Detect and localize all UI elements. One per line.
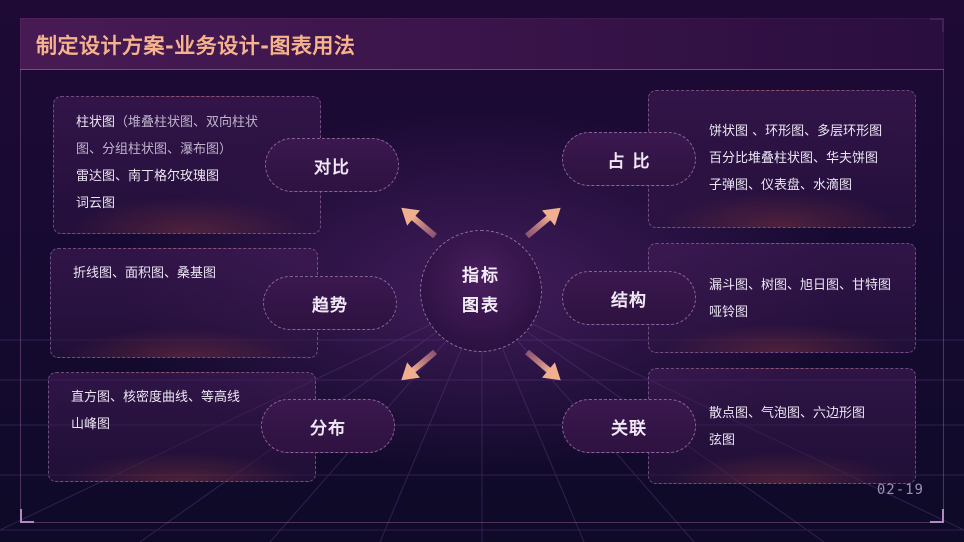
category-pill-compare[interactable]: 对比 [265, 138, 399, 192]
center-hub-line: 指标 [462, 266, 500, 286]
card-line: 散点图、气泡图、六边形图 [709, 406, 866, 421]
title-bar [20, 18, 944, 70]
card-line: 百分比堆叠柱状图、华夫饼图 [709, 151, 879, 166]
center-hub: 指标 图表 [420, 230, 542, 352]
card-line: 雷达图、南丁格尔玫瑰图 [76, 169, 220, 184]
card-line: 直方图、核密度曲线、等高线 [71, 390, 241, 405]
frame-corner [930, 509, 944, 523]
card-line: 折线图、面积图、桑基图 [73, 266, 217, 281]
card-line: 词云图 [76, 196, 116, 211]
card-line: 柱状图（堆叠柱状图、双向柱状 [76, 115, 259, 130]
category-pill-distribution[interactable]: 分布 [261, 399, 395, 453]
page-title: 制定设计方案-业务设计-图表用法 [36, 34, 356, 58]
category-pill-trend[interactable]: 趋势 [263, 276, 397, 330]
card-line: 山峰图 [71, 417, 111, 432]
frame-corner [20, 509, 34, 523]
card-line: 弦图 [709, 433, 736, 448]
card-line: 饼状图 、环形图、多层环形图 [709, 124, 883, 139]
center-hub-line: 图表 [462, 296, 500, 316]
card-line: 哑铃图 [709, 305, 749, 320]
category-pill-proportion[interactable]: 占 比 [562, 132, 696, 186]
category-pill-structure[interactable]: 结构 [562, 271, 696, 325]
page-number: 02-19 [876, 482, 924, 498]
card-line: 子弹图、仪表盘、水滴图 [709, 178, 853, 193]
card-line: 漏斗图、树图、旭日图、甘特图 [709, 278, 892, 293]
category-pill-relation[interactable]: 关联 [562, 399, 696, 453]
card-line: 图、分组柱状图、瀑布图） [76, 142, 233, 157]
